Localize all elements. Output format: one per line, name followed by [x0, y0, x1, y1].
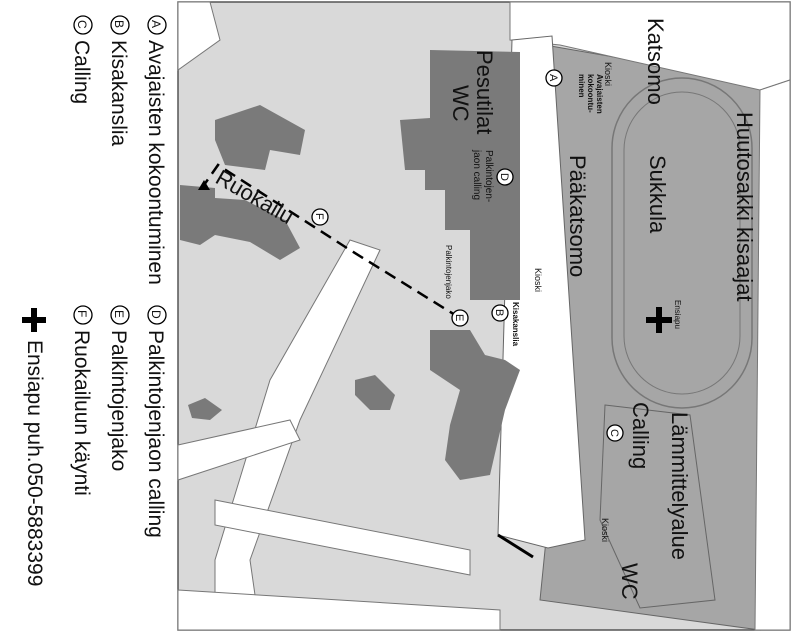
building-pesutilat	[400, 50, 520, 300]
label-kioski-mid: Kioski	[533, 268, 543, 292]
svg-text:D: D	[149, 310, 163, 319]
label-palkinto-2: jaon calling	[471, 149, 482, 200]
road-lower	[214, 499, 471, 576]
legend-item-a: A Avajaisten kokoontuminen	[144, 15, 167, 285]
road-left	[177, 1, 221, 71]
label-ensiapu-small: Ensiapu	[673, 300, 682, 329]
marker-e: E	[451, 309, 469, 327]
svg-text:B: B	[493, 309, 505, 316]
ensiapu-cross-icon-v	[31, 308, 37, 332]
building-small-center	[355, 375, 395, 410]
legend-item-f: F Ruokailuun käynti	[70, 305, 93, 496]
road-bottom	[177, 589, 501, 631]
svg-text:A: A	[547, 74, 559, 82]
label-avajaisten-2: kokoontu-	[586, 74, 595, 113]
svg-text:Palkintojenjaon calling: Palkintojenjaon calling	[144, 330, 167, 538]
legend-item-d: D Palkintojenjaon calling	[144, 305, 167, 538]
svg-text:F: F	[313, 213, 325, 220]
route-arrowhead	[198, 180, 210, 190]
marker-d: D	[496, 168, 514, 186]
svg-text:Calling: Calling	[70, 40, 93, 104]
label-kioski-bottom: Kioski	[600, 518, 610, 542]
label-kioski-top: Kioski	[603, 62, 613, 86]
label-calling: Calling	[628, 402, 653, 469]
legend-item-b: B Kisakanslia	[107, 15, 130, 147]
legend-item-ensiapu: Ensiapu puh.050-5883399	[22, 308, 46, 586]
label-pesutilat: Pesutilat	[472, 50, 497, 134]
label-wc-bottom: WC	[617, 563, 642, 600]
building-small-left	[188, 398, 222, 420]
label-palkinto-1: Palkintojen-	[483, 150, 494, 202]
marker-b: B	[491, 304, 509, 322]
label-avajaisten-3: minen	[577, 74, 586, 98]
label-paakatsomo: Pääkatsomo	[565, 155, 590, 277]
walkway-gate	[497, 533, 534, 559]
running-track-inner	[623, 91, 741, 395]
legend-item-e: E Palkintojenjako	[107, 305, 130, 471]
label-huutosakki: Huutosakki kisaajat	[732, 112, 757, 302]
warmup-area	[599, 404, 716, 609]
svg-text:Palkintojenjako: Palkintojenjako	[107, 330, 130, 471]
svg-text:C: C	[608, 429, 620, 437]
running-track-outer	[611, 77, 753, 409]
svg-text:D: D	[498, 173, 510, 181]
svg-text:Avajaisten kokoontuminen: Avajaisten kokoontuminen	[144, 40, 167, 285]
ruokailu-route	[202, 163, 461, 320]
label-palkintojenjako: Palkintojenjako	[444, 245, 453, 299]
label-lammittelyalue: Lämmittelyalue	[667, 412, 692, 560]
label-kisakanslia-small: Kisakanslia	[511, 302, 520, 347]
label-sukkula: Sukkula	[645, 155, 670, 234]
marker-f: F	[311, 208, 329, 226]
road-horizontal	[177, 419, 301, 481]
svg-text:C: C	[75, 20, 89, 29]
svg-text:B: B	[112, 20, 126, 28]
legend: A Avajaisten kokoontuminen B Kisakanslia…	[22, 15, 167, 586]
svg-text:E: E	[112, 310, 126, 318]
legend-item-c: C Calling	[70, 15, 93, 104]
label-avajaisten-1: Avajaisten	[595, 74, 604, 114]
marker-a: A	[545, 69, 563, 87]
svg-text:A: A	[149, 20, 163, 28]
svg-text:Ruokailuun käynti: Ruokailuun käynti	[70, 330, 93, 496]
label-wc-top: WC	[448, 85, 473, 122]
svg-text:E: E	[453, 314, 465, 321]
building-upper-left	[215, 105, 305, 170]
road-right	[754, 79, 791, 631]
first-aid-cross-v	[656, 307, 662, 333]
building-ruokailu	[180, 185, 300, 260]
label-katsomo: Katsomo	[643, 18, 668, 105]
svg-text:Ensiapu puh.050-5883399: Ensiapu puh.050-5883399	[23, 340, 46, 586]
building-kisakanslia	[430, 330, 520, 480]
marker-c: C	[606, 424, 624, 442]
svg-text:F: F	[75, 310, 89, 317]
svg-text:Kisakanslia: Kisakanslia	[107, 40, 130, 147]
